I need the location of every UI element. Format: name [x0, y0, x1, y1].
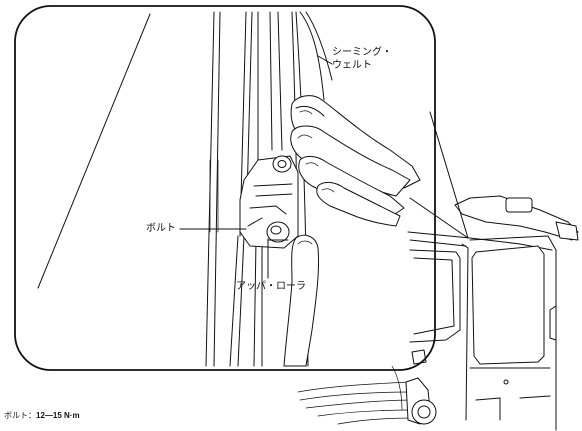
seaming-welt-label: シーミング・ ウェルト: [332, 47, 392, 71]
label-leaders: [179, 55, 333, 279]
body-edge-line: [37, 13, 151, 289]
bolt-label: ボルト: [146, 223, 176, 234]
upper-roller-top: [272, 155, 292, 173]
torque-value: 12—15 N·m: [36, 411, 80, 420]
callout-frame: [14, 5, 436, 371]
bolt-part: [266, 221, 290, 243]
torque-spec: ボルト：12—15 N·m: [4, 411, 80, 421]
torque-label: ボルト：: [4, 411, 36, 420]
upper-roller-label: アッパ・ローラ: [236, 281, 306, 292]
detail-view: [37, 11, 421, 367]
callout-leader: [409, 111, 469, 239]
van-illustration: [297, 195, 579, 431]
